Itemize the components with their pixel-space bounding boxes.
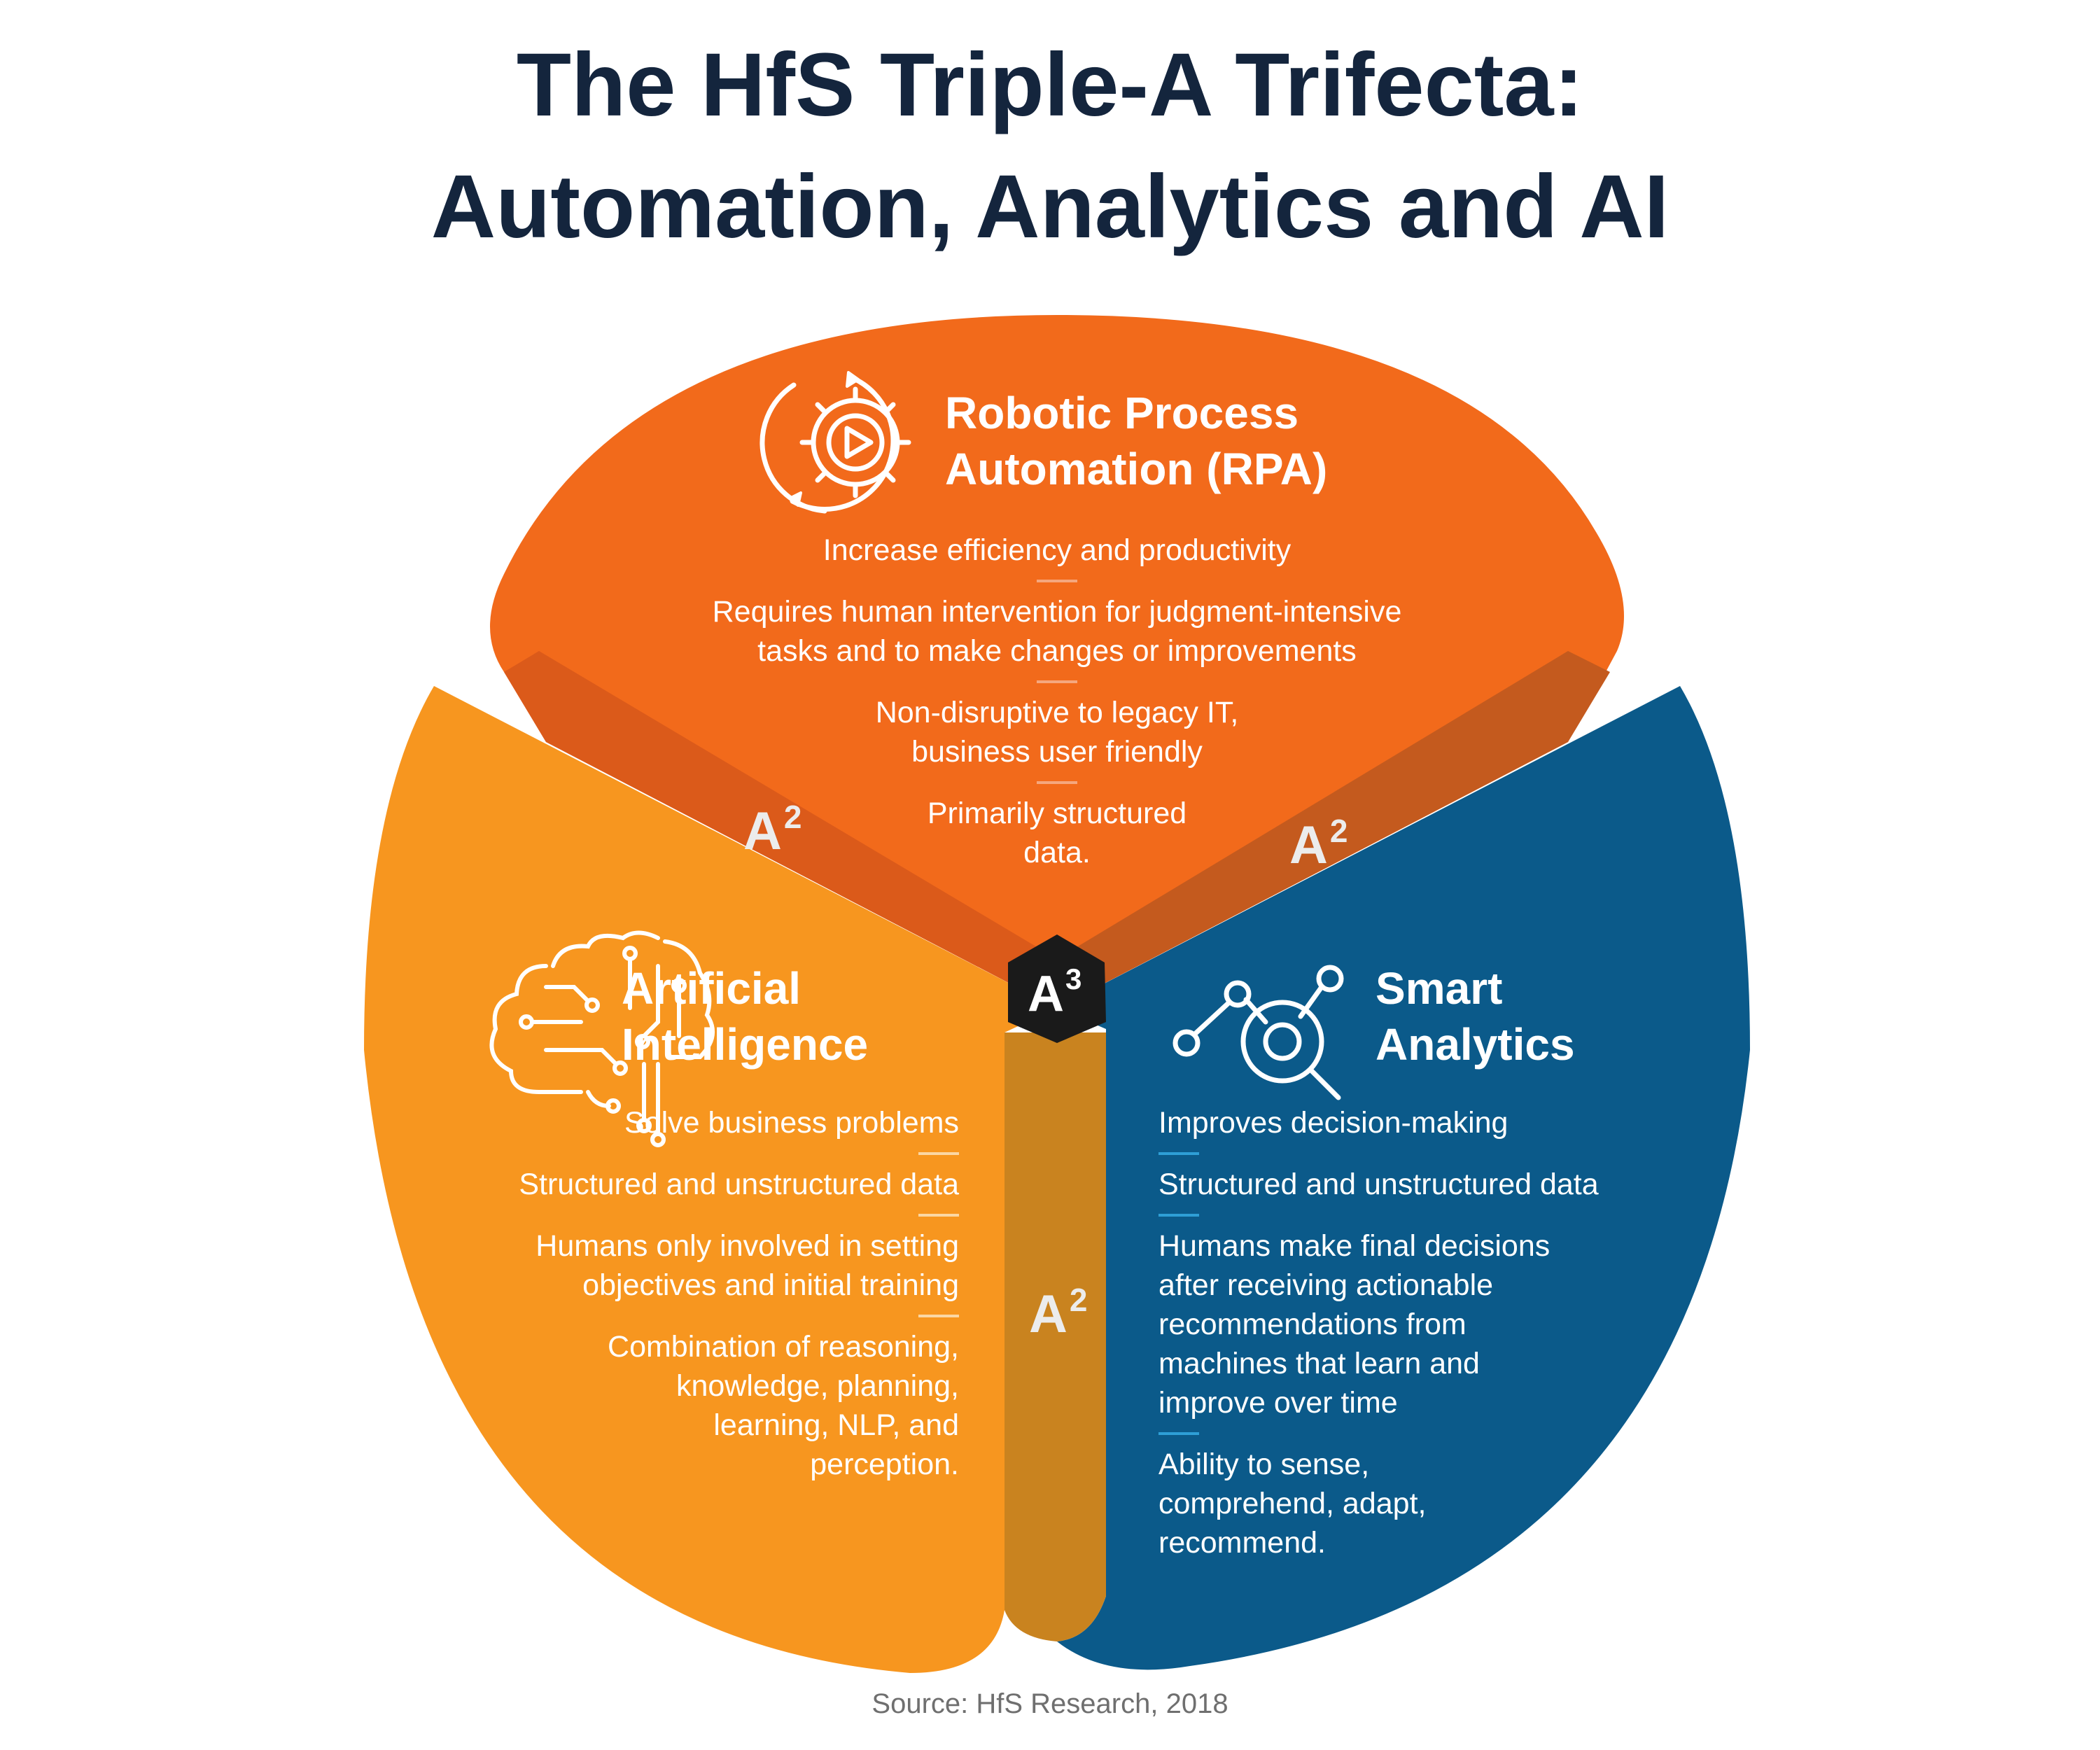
rpa-divider-1 — [1037, 580, 1077, 582]
a3-badge: A3 — [1028, 962, 1082, 1022]
circuit-brain-icon — [489, 930, 715, 1147]
rpa-title-line-2: Automation (RPA) — [945, 444, 1328, 494]
ai-divider-1 — [918, 1152, 959, 1155]
analytics-divider-1 — [1158, 1152, 1199, 1155]
title-line-2: Automation, Analytics and AI — [430, 157, 1670, 257]
rpa-item-4: Primarily structured data. — [927, 797, 1187, 869]
ai-lobe — [364, 686, 1057, 1673]
overlap-rpa-ai — [504, 651, 1057, 1008]
analytics-item-4: Ability to sense, comprehend, adapt, rec… — [1158, 1448, 1427, 1560]
ai-divider-3 — [918, 1315, 959, 1317]
rpa-item-3: Non-disruptive to legacy IT, business us… — [875, 696, 1239, 769]
title-line-1: The HfS Triple-A Trifecta: — [516, 35, 1584, 135]
overlap-ai-analytics — [1004, 1032, 1106, 1642]
analytics-lobe — [1057, 686, 1750, 1670]
rpa-item-1: Increase efficiency and productivity — [822, 533, 1292, 567]
ai-divider-2 — [918, 1214, 959, 1217]
analytics-items: Improves decision-making Structured and … — [1158, 1103, 1704, 1562]
a2-badge-ai-analytics: A2 — [1029, 1282, 1088, 1344]
ai-title-line-2: Intelligence — [622, 1019, 869, 1070]
analytics-item-3: Humans make final decisions after receiv… — [1158, 1229, 1550, 1420]
analytics-divider-3 — [1158, 1432, 1199, 1435]
analytics-title-line-2: Analytics — [1376, 1019, 1575, 1070]
rpa-title-line-1: Robotic Process — [945, 388, 1299, 438]
ai-title-line-1: Artificial — [622, 963, 802, 1014]
magnifier-network-icon — [1172, 965, 1344, 1100]
ai-heading: Artificial Intelligence — [622, 960, 868, 1072]
ai-item-1: Solve business problems — [624, 1106, 959, 1140]
source-caption: Source: HfS Research, 2018 — [872, 1688, 1228, 1719]
ai-items: Solve business problems Structured and u… — [406, 1103, 959, 1484]
gear-play-icon — [760, 371, 911, 514]
ai-item-3: Humans only involved in setting objectiv… — [536, 1229, 959, 1302]
analytics-divider-2 — [1158, 1214, 1199, 1217]
rpa-items: Increase efficiency and productivity Req… — [637, 531, 1477, 872]
rpa-divider-3 — [1037, 781, 1077, 784]
center-intersection — [1008, 934, 1106, 1043]
ai-item-2: Structured and unstructured data — [519, 1168, 959, 1201]
rpa-divider-2 — [1037, 680, 1077, 683]
analytics-heading: Smart Analytics — [1376, 960, 1575, 1072]
analytics-item-2: Structured and unstructured data — [1158, 1168, 1599, 1201]
a2-badge-rpa-ai: A2 — [743, 799, 802, 861]
overlap-rpa-analytics — [1057, 651, 1610, 1008]
ai-item-4: Combination of reasoning, knowledge, pla… — [608, 1330, 959, 1481]
rpa-heading: Robotic Process Automation (RPA) — [945, 385, 1327, 497]
a2-badge-rpa-analytics: A2 — [1289, 813, 1348, 875]
rpa-item-2: Requires human intervention for judgment… — [712, 595, 1402, 668]
analytics-title-line-1: Smart — [1376, 963, 1503, 1014]
analytics-item-1: Improves decision-making — [1158, 1106, 1508, 1140]
